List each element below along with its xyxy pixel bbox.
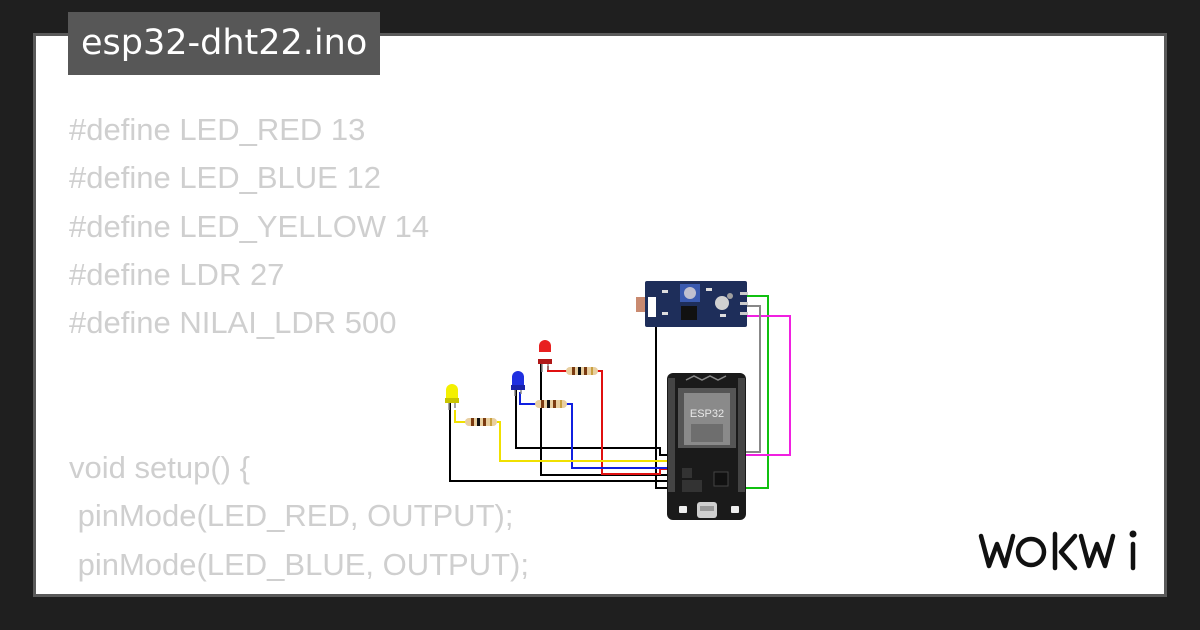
code-line: #define LED_BLUE 12 xyxy=(69,160,381,196)
wire-blue-led xyxy=(519,392,536,405)
wire-grey-do xyxy=(744,305,761,453)
esp32-board[interactable]: ESP32 xyxy=(667,373,746,520)
wire-red-signal xyxy=(597,370,672,475)
code-line: #define LED_RED 13 xyxy=(69,112,366,147)
led-yellow[interactable] xyxy=(445,384,459,410)
wire-yellow-signal xyxy=(497,421,672,462)
code-line: pinMode(LED_RED, OUTPUT); xyxy=(69,498,514,534)
wire-red-led xyxy=(547,366,568,372)
wire-black-red-gnd xyxy=(540,360,672,476)
led-blue[interactable] xyxy=(511,371,525,396)
wokwi-logo xyxy=(978,530,1137,571)
code-line: #define LED_YELLOW 14 xyxy=(69,208,430,244)
resistor-red[interactable] xyxy=(566,367,598,375)
file-title: esp32-dht22.ino xyxy=(68,12,381,75)
wire-black-blue-gnd xyxy=(515,390,672,456)
esp32-label: ESP32 xyxy=(690,408,724,420)
wire-blue-signal xyxy=(566,403,672,469)
code-line: #define LDR 27 xyxy=(69,256,285,292)
resistor-blue[interactable] xyxy=(535,400,567,408)
wire-yellow-led xyxy=(454,410,466,423)
code-editor: #define LED_RED 13 #define LED_BLUE 12 #de… xyxy=(69,106,629,594)
code-line: #define NILAI_LDR 500 xyxy=(69,305,397,341)
led-red[interactable] xyxy=(538,340,552,372)
preview-card: #define LED_RED 13 #define LED_BLUE 12 #de… xyxy=(33,33,1167,597)
wire-black-yellow-gnd xyxy=(449,402,672,482)
wire-magenta-ao xyxy=(744,315,791,456)
code-line: pinMode(LED_BLUE, OUTPUT); xyxy=(69,546,529,582)
code-line: void setup() { xyxy=(69,450,250,486)
wire-green-vcc xyxy=(744,295,769,489)
resistor-yellow[interactable] xyxy=(465,418,497,426)
ldr-sensor-module[interactable] xyxy=(636,281,748,327)
wire-black-ldr-gnd xyxy=(655,322,672,489)
